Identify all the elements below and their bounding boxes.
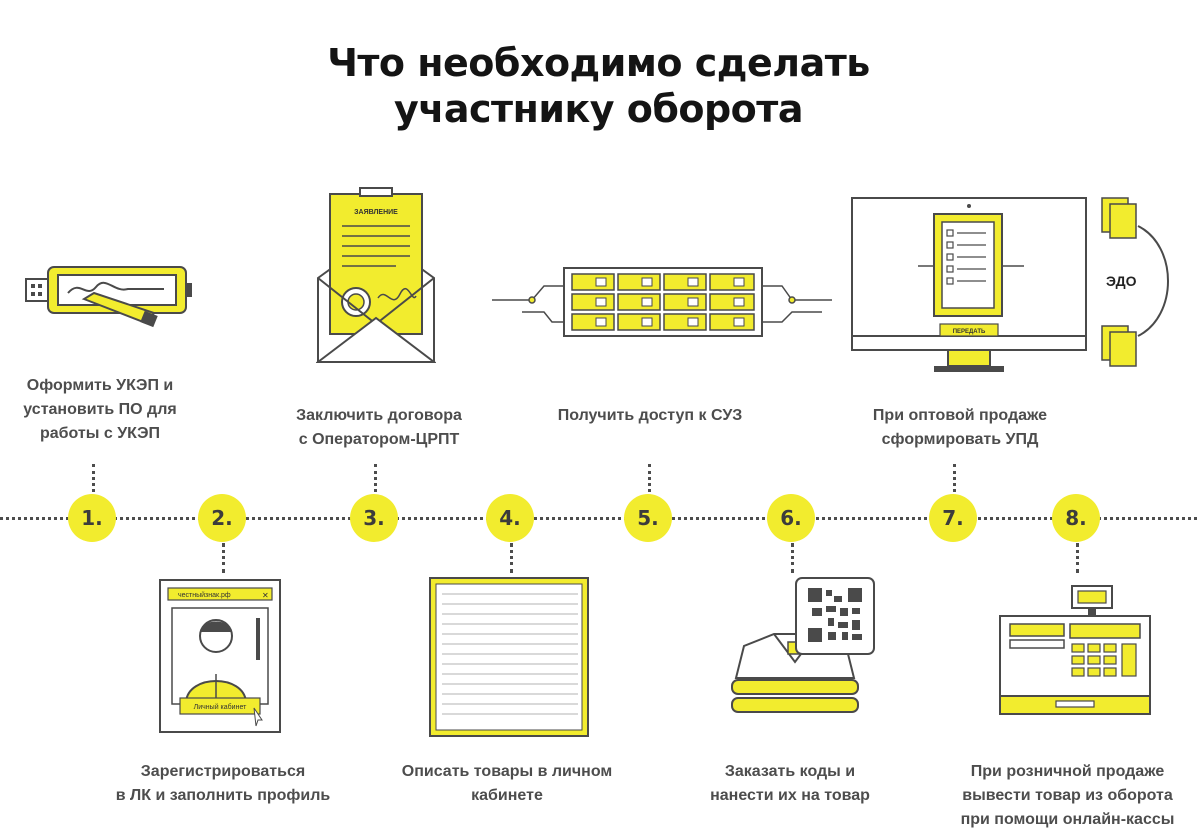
step-6-line-1: Заказать коды и xyxy=(724,763,856,780)
connector-7 xyxy=(953,464,956,492)
step-6-line-2: нанести их на товар xyxy=(710,787,870,804)
envelope-document-icon: ЗАЯВЛЕНИЕ xyxy=(316,187,436,363)
timeline-line xyxy=(0,517,1197,520)
step-8-line-2: вывести товар из оборота xyxy=(962,787,1173,804)
step-5-caption: Получить доступ к СУЗ xyxy=(530,404,770,428)
step-3-caption: Заключить договора с Оператором-ЦРПТ xyxy=(264,404,494,452)
step-number-1: 1. xyxy=(68,494,116,542)
connector-4 xyxy=(510,543,513,573)
product-description-document-icon xyxy=(429,577,589,737)
step-2-caption: Зарегистрироваться в ЛК и заполнить проф… xyxy=(78,760,368,808)
step-1-line-3: работы с УКЭП xyxy=(39,425,160,442)
connector-8 xyxy=(1076,543,1079,573)
step-3-line-2: с Оператором-ЦРПТ xyxy=(298,431,460,448)
title-line-2: участнику оборота xyxy=(394,87,803,131)
cash-register-icon xyxy=(999,585,1151,715)
step-number-7: 7. xyxy=(929,494,977,542)
envelope-doc-label: ЗАЯВЛЕНИЕ xyxy=(354,209,398,216)
step-number-5: 5. xyxy=(624,494,672,542)
step-1-line-2: установить ПО для xyxy=(23,401,177,418)
step-1-line-1: Оформить УКЭП и xyxy=(26,377,174,394)
connector-3 xyxy=(374,464,377,492)
connector-1 xyxy=(92,464,95,492)
close-icon: ✕ xyxy=(262,591,269,600)
step-4-caption: Описать товары в личном кабинете xyxy=(372,760,642,808)
step-2-line-1: Зарегистрироваться xyxy=(140,763,306,780)
monitor-send-button-label: ПЕРЕДАТЬ xyxy=(953,329,986,335)
step-2-line-2: в ЛК и заполнить профиль xyxy=(115,787,331,804)
step-7-caption: При оптовой продаже сформировать УПД xyxy=(845,404,1075,452)
page-title: Что необходимо сделать участнику оборота xyxy=(0,40,1197,132)
connector-2 xyxy=(222,543,225,573)
edo-label: ЭДО xyxy=(1106,273,1137,289)
clothing-qr-code-icon xyxy=(731,577,875,713)
step-number-8: 8. xyxy=(1052,494,1100,542)
step-8-line-3: при помощи онлайн-кассы xyxy=(960,811,1175,828)
step-4-line-2: кабинете xyxy=(471,787,543,804)
connector-5 xyxy=(648,464,651,492)
server-rack-icon xyxy=(492,267,832,337)
connector-6 xyxy=(791,543,794,573)
step-3-line-1: Заключить договора xyxy=(296,407,462,424)
step-number-6: 6. xyxy=(767,494,815,542)
profile-site-label: честныйзнак.рф xyxy=(178,591,231,599)
step-number-4: 4. xyxy=(486,494,534,542)
profile-button-label: Личный кабинет xyxy=(194,703,247,711)
step-8-line-1: При розничной продаже xyxy=(970,763,1165,780)
step-7-line-1: При оптовой продаже xyxy=(872,407,1048,424)
step-1-caption: Оформить УКЭП и установить ПО для работы… xyxy=(0,374,200,446)
usb-token-icon xyxy=(25,266,192,328)
step-7-line-2: сформировать УПД xyxy=(881,431,1039,448)
title-line-1: Что необходимо сделать xyxy=(327,41,870,85)
step-number-2: 2. xyxy=(198,494,246,542)
step-6-caption: Заказать коды и нанести их на товар xyxy=(670,760,910,808)
step-5-line-1: Получить доступ к СУЗ xyxy=(557,407,743,424)
step-number-3: 3. xyxy=(350,494,398,542)
step-4-line-1: Описать товары в личном xyxy=(401,763,613,780)
step-8-caption: При розничной продаже вывести товар из о… xyxy=(938,760,1197,832)
monitor-edo-icon: ПЕРЕДАТЬ ЭДО xyxy=(851,197,1169,372)
profile-page-icon: честныйзнак.рф ✕ Личный кабинет xyxy=(159,579,281,733)
